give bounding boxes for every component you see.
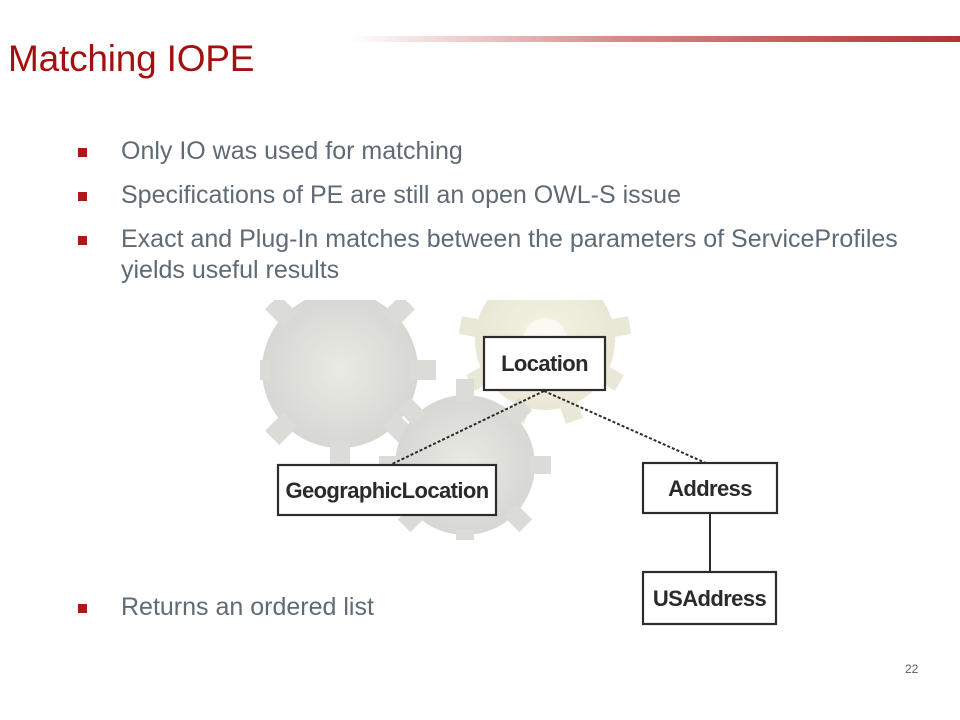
node-location: Location [482,335,607,392]
bullet-square-icon [78,604,87,613]
header-accent-line [348,36,960,42]
bullet-list: Only IO was used for matching Specificat… [78,136,908,299]
node-geographic-location: GeographicLocation [276,463,498,517]
bullet-item: Returns an ordered list [78,592,374,623]
bullet-square-icon [78,236,87,245]
bullet-item: Exact and Plug-In matches between the pa… [78,224,908,286]
connector-line [387,390,545,467]
bullet-item: Specifications of PE are still an open O… [78,180,908,211]
bullet-text: Exact and Plug-In matches between the pa… [121,225,898,284]
node-label: USAddress [653,586,767,611]
node-us-address: USAddress [641,570,778,626]
bullet-item: Only IO was used for matching [78,136,908,167]
node-address: Address [641,461,779,515]
bullet-square-icon [78,148,87,157]
bullet-square-icon [78,192,87,201]
bullet-text: Specifications of PE are still an open O… [121,181,681,209]
connector-line [543,390,709,465]
page-number: 22 [905,662,919,676]
node-label: Location [501,351,588,376]
slide-title: Matching IOPE [8,38,255,79]
bullet-text: Only IO was used for matching [121,137,463,165]
node-label: Address [668,476,752,501]
node-label: GeographicLocation [285,478,488,503]
bullet-text: Returns an ordered list [121,593,374,621]
